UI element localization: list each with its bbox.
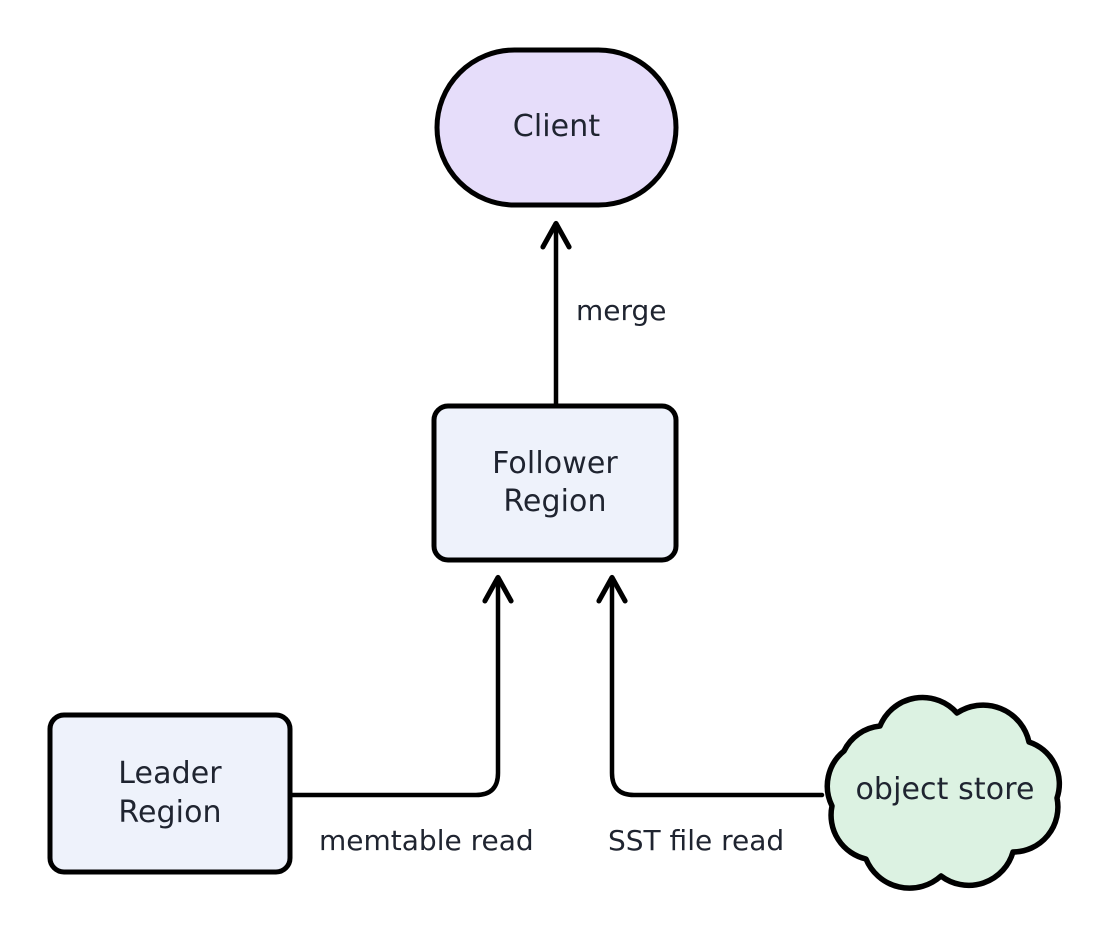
object-store-shape[interactable] — [824, 694, 1063, 891]
node-object-store[interactable] — [824, 694, 1063, 891]
edge-objectstore-to-follower — [596, 574, 825, 798]
node-leader-region[interactable] — [47, 712, 293, 875]
follower-region-shape[interactable] — [431, 403, 679, 563]
node-client[interactable] — [434, 47, 679, 208]
node-follower-region[interactable] — [431, 403, 679, 563]
leader-region-shape[interactable] — [47, 712, 293, 875]
client-shape[interactable] — [434, 47, 679, 208]
edge-leader-to-follower — [287, 574, 514, 798]
